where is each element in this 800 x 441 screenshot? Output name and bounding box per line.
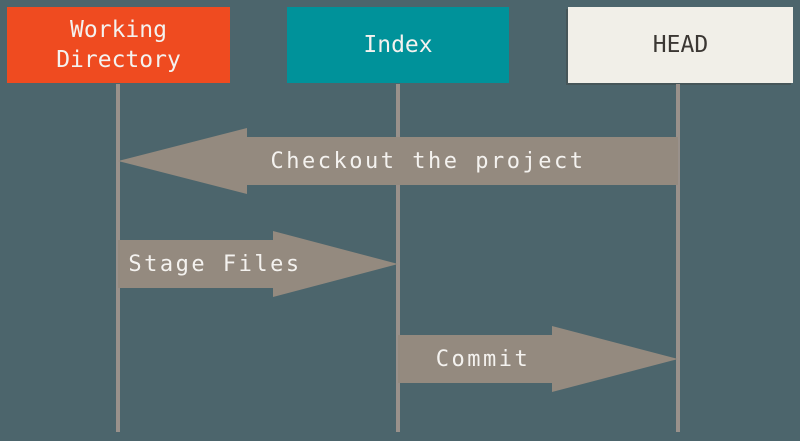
lifeline-head — [676, 84, 680, 432]
arrow-stage-right: Stage Files — [118, 231, 398, 297]
arrow-checkout-left: Checkout the project — [118, 128, 678, 194]
arrow-label-commit: Commit — [435, 346, 531, 372]
column-box-index: Index — [287, 7, 509, 83]
column-label-working-directory: Working Directory — [56, 17, 181, 73]
lifeline-index — [396, 84, 400, 432]
arrow-label-stage: Stage Files — [128, 251, 302, 277]
column-box-working-directory: Working Directory — [7, 7, 230, 83]
column-label-index: Index — [363, 32, 433, 58]
arrow-label-checkout: Checkout the project — [270, 148, 586, 174]
column-label-head: HEAD — [652, 32, 709, 58]
column-box-head: HEAD — [568, 7, 793, 83]
arrow-commit-right: Commit — [398, 326, 678, 392]
